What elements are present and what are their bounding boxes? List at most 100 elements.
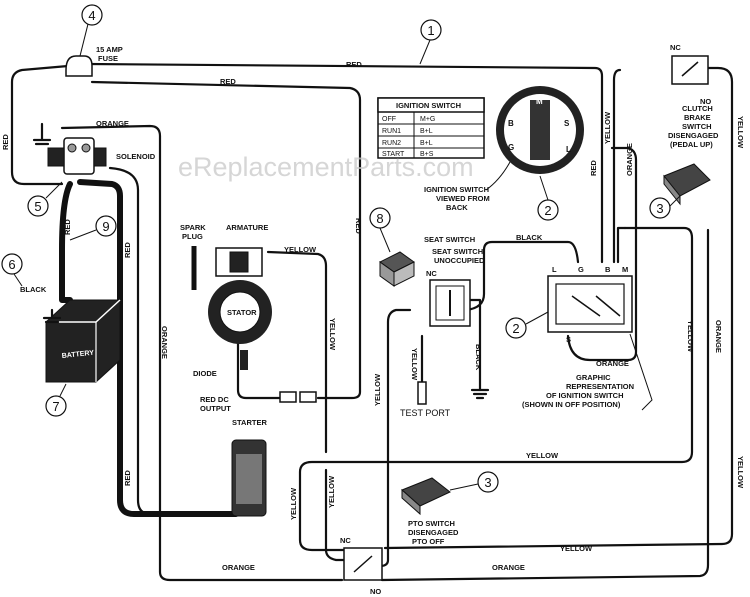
callout-6: 6 [1, 253, 23, 287]
wire-label-yellow-loop: YELLOW [686, 320, 695, 353]
seat-switch-title: SEAT SWITCH [424, 235, 475, 244]
svg-text:2: 2 [544, 203, 551, 218]
red-dc-label-1: RED DC [200, 395, 229, 404]
wire-label-orange-bottom-right: ORANGE [492, 563, 525, 572]
svg-text:9: 9 [102, 219, 109, 234]
test-port-label: TEST PORT [400, 408, 451, 418]
ign-face-b: B [508, 119, 514, 128]
ign-row-3-pos: START [382, 151, 405, 158]
wire-label-yellow-right: YELLOW [603, 111, 612, 144]
seat-switch-note-2: UNOCCUPIED [434, 256, 485, 265]
ign-face-g: G [508, 143, 514, 152]
ign-row-1-pos: RUN1 [382, 128, 401, 135]
pto-switch: PTO SWITCH DISENGAGED PTO OFF [401, 477, 459, 546]
callout-2-top: 2 [537, 175, 559, 221]
wire-label-yellow-edge-1: YELLOW [736, 116, 745, 149]
wire-label-red-left: RED [1, 134, 10, 150]
wire-label-orange-top: ORANGE [96, 119, 129, 128]
ign-row-2-val: B+L [420, 140, 433, 147]
wire-label-yellow-stator: YELLOW [284, 245, 317, 254]
callouts: 1 4 5 9 6 7 8 2 2 3 3 [1, 4, 681, 493]
term-m: M [622, 265, 628, 274]
seat-switch-nc: NC [426, 269, 437, 278]
spark-plug-label-1: SPARK [180, 223, 206, 232]
callout-4: 4 [79, 4, 103, 57]
wire-label-red-center: RED [354, 218, 363, 234]
seat-switch-note-1: SEAT SWITCH [432, 247, 483, 256]
wire-label-yellow-stator-v: YELLOW [328, 318, 337, 351]
clutch-brake-switch: NC NO CLUTCH BRAKE SWITCH DISENGAGED (PE… [663, 43, 719, 206]
stator: STATOR ARMATURE SPARK PLUG DIODE RED DC … [180, 223, 317, 413]
svg-text:1: 1 [427, 23, 434, 38]
wire-label-black-ground: BLACK [474, 344, 483, 371]
clutch-label-4: DISENGAGED [668, 131, 719, 140]
clutch-label-2: BRAKE [684, 113, 711, 122]
callout-3-pto: 3 [449, 471, 499, 493]
graphic-rep-4: (SHOWN IN OFF POSITION) [522, 400, 621, 409]
bottom-nc: NC [340, 536, 351, 545]
ign-face-s: S [564, 119, 570, 128]
ignition-switch-graphic: L G B M S GRAPHIC REPRESENTATION OF IGNI… [522, 265, 653, 411]
wire-label-red-low: RED [123, 470, 132, 486]
svg-text:5: 5 [34, 199, 41, 214]
ignition-switch-face: M B S G L IGNITION SWITCH VIEWED FROM BA… [424, 86, 584, 212]
watermark: eReplacementParts.com [178, 152, 474, 182]
wire-label-orange-loop: ORANGE [714, 320, 723, 353]
fuse-label-1: 15 AMP [96, 45, 123, 54]
clutch-label-5: (PEDAL UP) [670, 140, 713, 149]
term-b: B [605, 265, 611, 274]
ign-row-1-val: B+L [420, 128, 433, 135]
graphic-rep-1: GRAPHIC [576, 373, 611, 382]
stator-label: STATOR [227, 308, 257, 317]
solenoid: SOLENOID [32, 122, 156, 175]
callout-2-graphic: 2 [505, 311, 549, 339]
wire-label-yellow-testport: YELLOW [410, 348, 419, 381]
wire-label-red-right: RED [589, 160, 598, 176]
term-g: G [578, 265, 584, 274]
wire-label-orange-right: ORANGE [625, 143, 634, 176]
wire-label-red-battery: RED [63, 219, 72, 235]
callout-1: 1 [419, 19, 442, 65]
wire-label-orange-bottom-left: ORANGE [222, 563, 255, 572]
fuse: 15 AMP FUSE [65, 45, 123, 77]
ign-view-label-1: IGNITION SWITCH [424, 185, 489, 194]
wire-label-red-mid: RED [123, 242, 132, 258]
wire-label-orange-left: ORANGE [160, 326, 169, 359]
wire-label-yellow-bottom: YELLOW [560, 544, 593, 553]
seat-switch: SEAT SWITCH SEAT SWITCH UNOCCUPIED NC TE… [400, 235, 490, 418]
fuse-label-2: FUSE [98, 54, 118, 63]
ign-view-label-3: BACK [446, 203, 468, 212]
ignition-table-title: IGNITION SWITCH [396, 101, 461, 110]
pto-label-3: PTO OFF [412, 537, 445, 546]
callout-9: 9 [69, 215, 117, 241]
wire-label-yellow-edge-2: YELLOW [736, 456, 745, 489]
svg-text:2: 2 [512, 321, 519, 336]
ignition-switch-table: IGNITION SWITCH OFF M+G RUN1 B+L RUN2 B+… [377, 97, 485, 159]
graphic-rep-2: REPRESENTATION [566, 382, 634, 391]
ign-row-3-val: B+S [420, 151, 434, 158]
starter: STARTER [231, 418, 267, 517]
solenoid-label: SOLENOID [116, 152, 156, 161]
wire-label-black-battery: BLACK [20, 285, 47, 294]
starter-label: STARTER [232, 418, 267, 427]
callout-8: 8 [369, 207, 391, 253]
wire-label-yellow-low: YELLOW [327, 475, 336, 508]
ign-view-label-2: VIEWED FROM [436, 194, 490, 203]
wires [10, 62, 734, 582]
callout-3-top: 3 [649, 195, 681, 219]
pto-label-1: PTO SWITCH [408, 519, 455, 528]
clutch-label-3: SWITCH [682, 122, 712, 131]
wire-label-orange-ign: ORANGE [596, 359, 629, 368]
bottom-no: NO [370, 587, 381, 596]
ign-row-0-pos: OFF [382, 116, 396, 123]
ign-row-0-val: M+G [420, 116, 435, 123]
wire-labels: RED RED ORANGE RED RED RED RED ORANGE BL… [1, 60, 745, 572]
wire-label-yellow-lowleft: YELLOW [289, 487, 298, 520]
armature-label: ARMATURE [226, 223, 268, 232]
spark-plug-label-2: PLUG [182, 232, 203, 241]
wire-label-black-seat: BLACK [516, 233, 543, 242]
wire-label-yellow-mid: YELLOW [526, 451, 559, 460]
svg-text:7: 7 [52, 399, 59, 414]
wire-label-yellow-seat: YELLOW [373, 373, 382, 406]
